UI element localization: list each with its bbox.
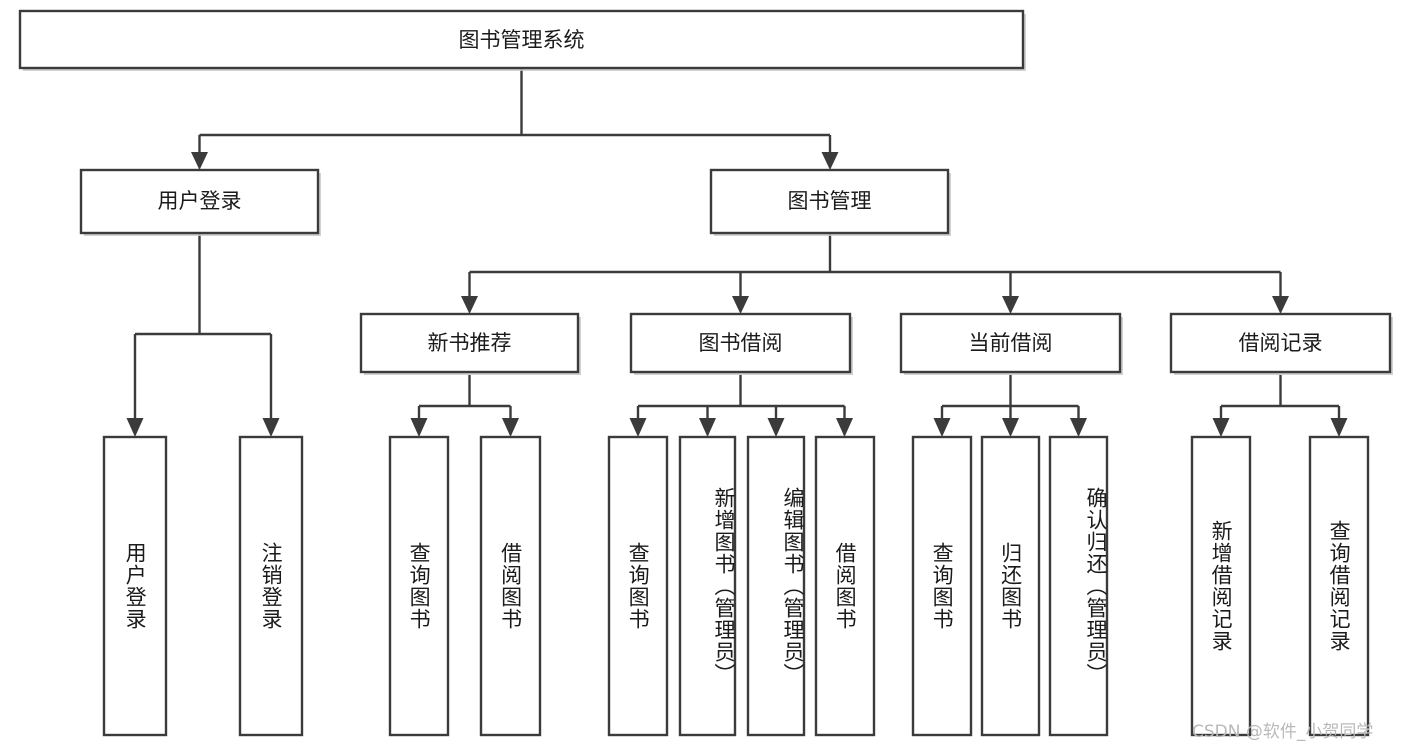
leaf-box-user-login[interactable] [102, 435, 168, 737]
node-book-management-box[interactable] [709, 168, 950, 235]
node-current-borrow[interactable]: 当前借阅 [899, 312, 1123, 375]
node-new-book-recommend-box[interactable] [359, 312, 580, 374]
watermark: CSDN @软件_小贺同学 [1192, 722, 1374, 742]
node-new-book-recommend-label: 新书推荐 [428, 331, 512, 355]
arrowhead-leaf-query-book-2 [629, 418, 647, 437]
node-root[interactable]: 图书管理系统 [18, 9, 1026, 71]
arrowhead-book-management [821, 152, 839, 170]
arrowhead-leaf-confirm-return [1070, 418, 1087, 437]
node-root-box[interactable] [18, 9, 1025, 70]
arrowhead-user-login [191, 152, 208, 170]
leaf-box-add-record[interactable] [1190, 435, 1252, 737]
arrowhead-borrow-record [1272, 296, 1289, 314]
node-book-borrow-label: 图书借阅 [699, 331, 783, 355]
arrowhead-leaf-user-login [126, 418, 144, 437]
leaf-box-edit-book[interactable] [746, 435, 806, 737]
node-user-login-box[interactable] [79, 168, 320, 235]
leaf-box-query-book-2[interactable] [607, 435, 669, 737]
arrowhead-book-borrow [732, 296, 749, 314]
leaf-box-borrow-book-2[interactable] [814, 435, 876, 737]
arrowhead-leaf-query-record [1330, 418, 1348, 437]
node-book-borrow[interactable]: 图书借阅 [629, 312, 853, 375]
node-current-borrow-label: 当前借阅 [969, 331, 1053, 355]
node-book-borrow-box[interactable] [629, 312, 852, 374]
node-root-label: 图书管理系统 [459, 28, 585, 52]
leaf-box-return-book[interactable] [980, 435, 1041, 737]
arrowhead-leaf-query-book-1 [410, 418, 428, 437]
leaf-box-query-book-3[interactable] [911, 435, 973, 737]
arrowhead-leaf-add-book [699, 418, 716, 437]
node-new-book-recommend[interactable]: 新书推荐 [359, 312, 581, 375]
leaf-box-confirm-return[interactable] [1048, 435, 1109, 737]
leaf-box-add-book[interactable] [678, 435, 737, 737]
leaf-box-logout-login[interactable] [238, 435, 304, 737]
arrowhead-current-borrow [1002, 296, 1019, 314]
node-book-management-label: 图书管理 [788, 189, 872, 213]
node-borrow-record[interactable]: 借阅记录 [1169, 312, 1393, 375]
leaf-box-query-book-1[interactable] [388, 435, 450, 737]
arrowhead-leaf-logout-login [262, 418, 280, 437]
arrowhead-new-book-recommend [461, 296, 478, 314]
node-user-login[interactable]: 用户登录 [79, 168, 321, 236]
arrowhead-leaf-edit-book [767, 418, 785, 437]
leaf-box-layer [102, 435, 1370, 737]
connector-layer [126, 68, 1348, 437]
arrowhead-leaf-borrow-book-1 [502, 418, 519, 437]
node-book-management[interactable]: 图书管理 [709, 168, 951, 236]
arrowhead-leaf-query-book-3 [933, 418, 951, 437]
node-borrow-record-box[interactable] [1169, 312, 1392, 374]
node-current-borrow-box[interactable] [899, 312, 1122, 374]
node-borrow-record-label: 借阅记录 [1239, 331, 1323, 355]
leaf-box-borrow-book-1[interactable] [479, 435, 542, 737]
node-user-login-label: 用户登录 [158, 189, 242, 213]
arrowhead-leaf-return-book [1002, 418, 1019, 437]
arrowhead-leaf-borrow-book-2 [836, 418, 853, 437]
leaf-box-query-record[interactable] [1308, 435, 1370, 737]
arrowhead-leaf-add-record [1212, 418, 1230, 437]
